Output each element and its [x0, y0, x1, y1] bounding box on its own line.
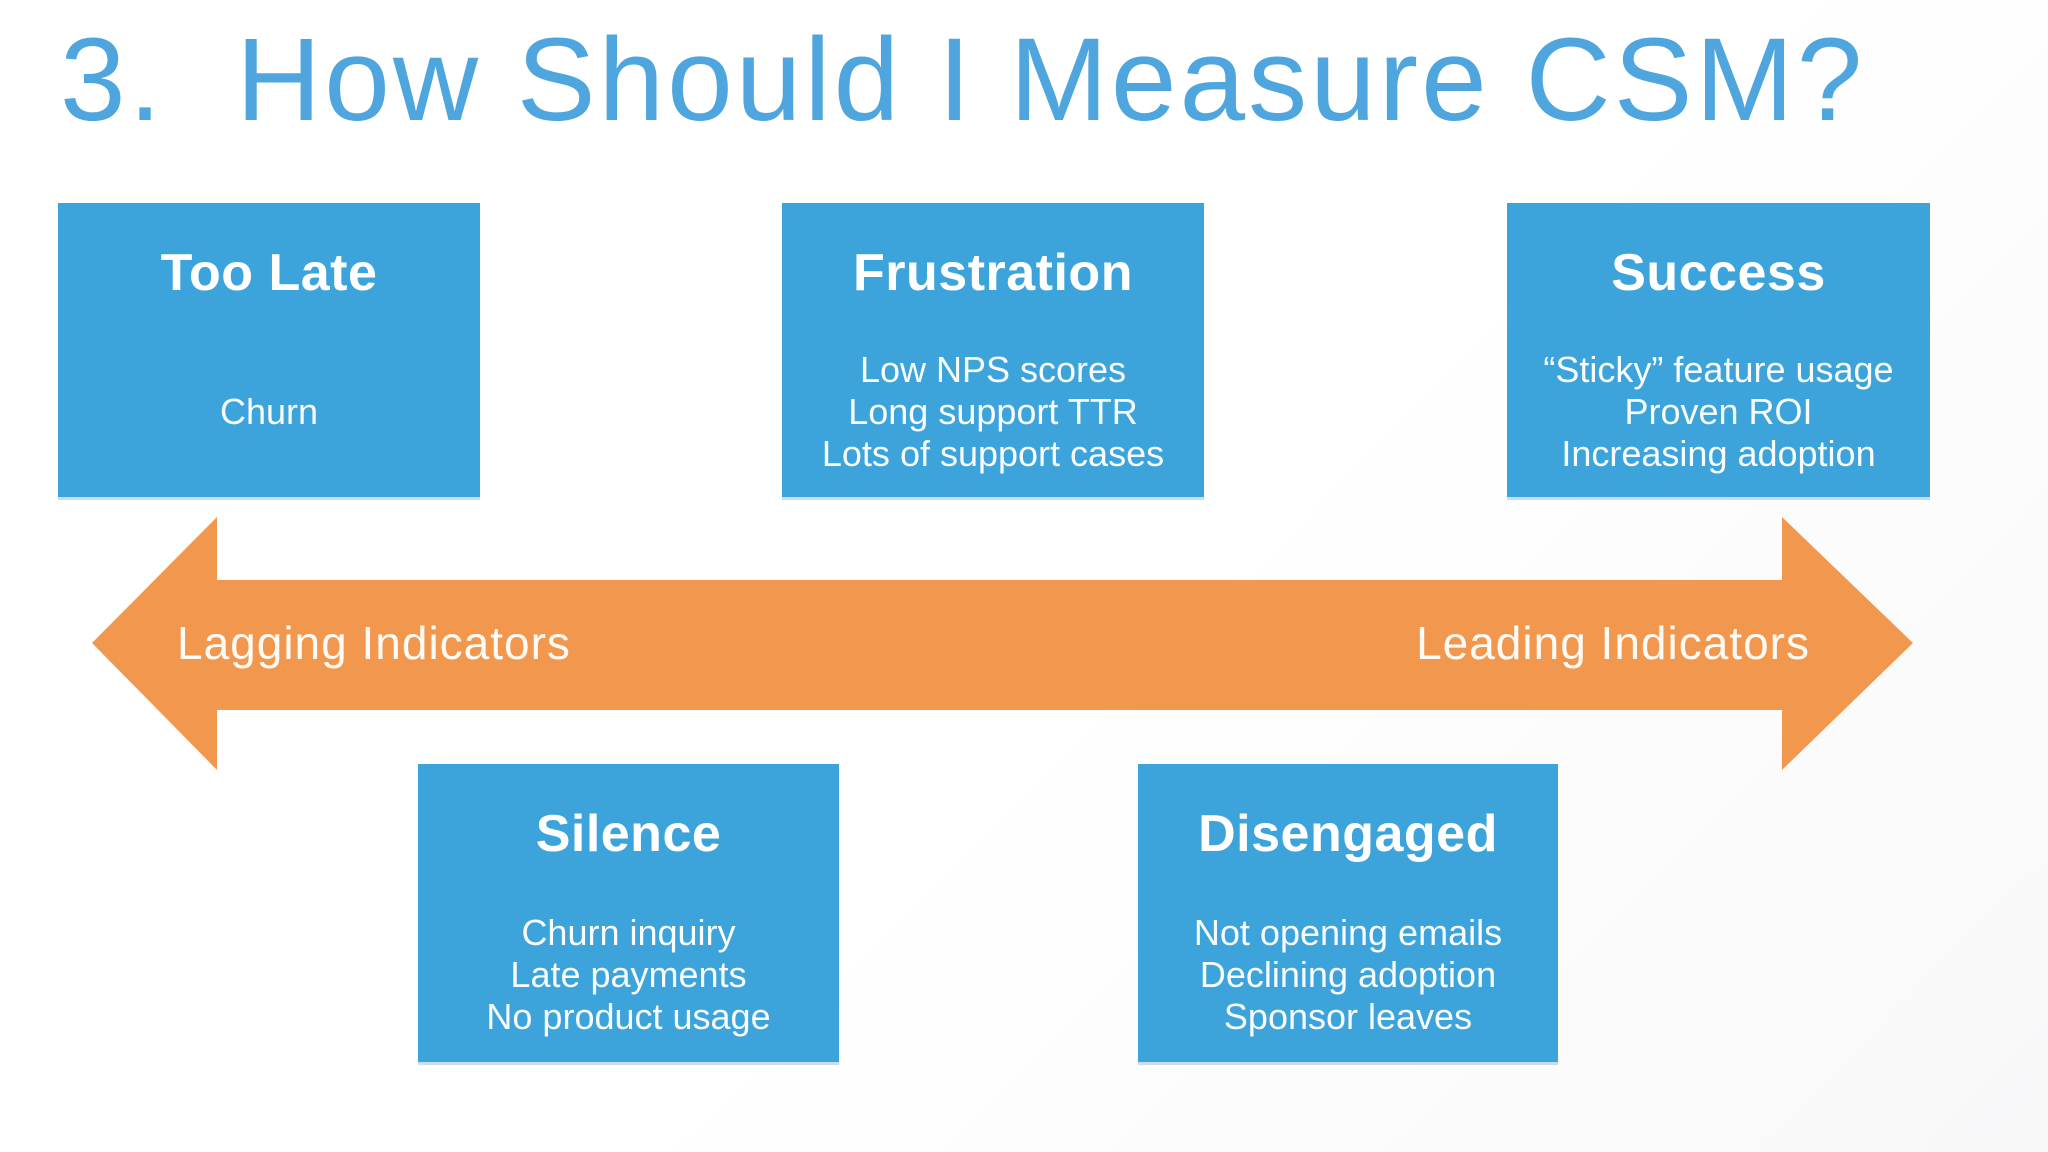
box-line: Long support TTR: [848, 391, 1138, 432]
box-frustration-title: Frustration: [853, 244, 1133, 302]
box-line: Lots of support cases: [821, 433, 1165, 474]
leading-indicators-label: Leading Indicators: [1416, 617, 1810, 669]
box-success-title: Success: [1611, 244, 1826, 302]
box-frustration: Frustration Low NPS scores Long support …: [782, 203, 1204, 497]
lagging-indicators-label: Lagging Indicators: [177, 617, 571, 669]
box-silence-body: Churn inquiry Late payments No product u…: [486, 912, 770, 1054]
box-line: Churn: [219, 391, 319, 432]
box-line: Sponsor leaves: [1223, 996, 1473, 1037]
box-frustration-body: Low NPS scores Long support TTR Lots of …: [822, 349, 1164, 491]
box-silence-title: Silence: [535, 805, 722, 863]
box-disengaged-title: Disengaged: [1198, 805, 1498, 863]
box-disengaged-body: Not opening emails Declining adoption Sp…: [1194, 912, 1502, 1054]
box-line: Low NPS scores: [859, 349, 1127, 390]
slide-title: 3. How Should I Measure CSM?: [60, 14, 1866, 146]
box-disengaged: Disengaged Not opening emails Declining …: [1138, 764, 1558, 1062]
box-too-late-title: Too Late: [160, 244, 378, 302]
box-line: Churn inquiry: [521, 912, 736, 953]
box-too-late: Too Late Churn: [58, 203, 480, 497]
box-line: Late payments: [510, 954, 747, 995]
box-line: No product usage: [486, 996, 771, 1037]
box-line: Increasing adoption: [1561, 433, 1876, 474]
box-success: Success “Sticky” feature usage Proven RO…: [1507, 203, 1930, 497]
box-line: Declining adoption: [1199, 954, 1497, 995]
box-silence: Silence Churn inquiry Late payments No p…: [418, 764, 839, 1062]
box-line: Not opening emails: [1193, 912, 1503, 953]
box-success-body: “Sticky” feature usage Proven ROI Increa…: [1543, 349, 1893, 491]
box-line: “Sticky” feature usage: [1543, 349, 1894, 390]
box-too-late-body: Churn: [220, 391, 318, 449]
box-line: Proven ROI: [1624, 391, 1813, 432]
